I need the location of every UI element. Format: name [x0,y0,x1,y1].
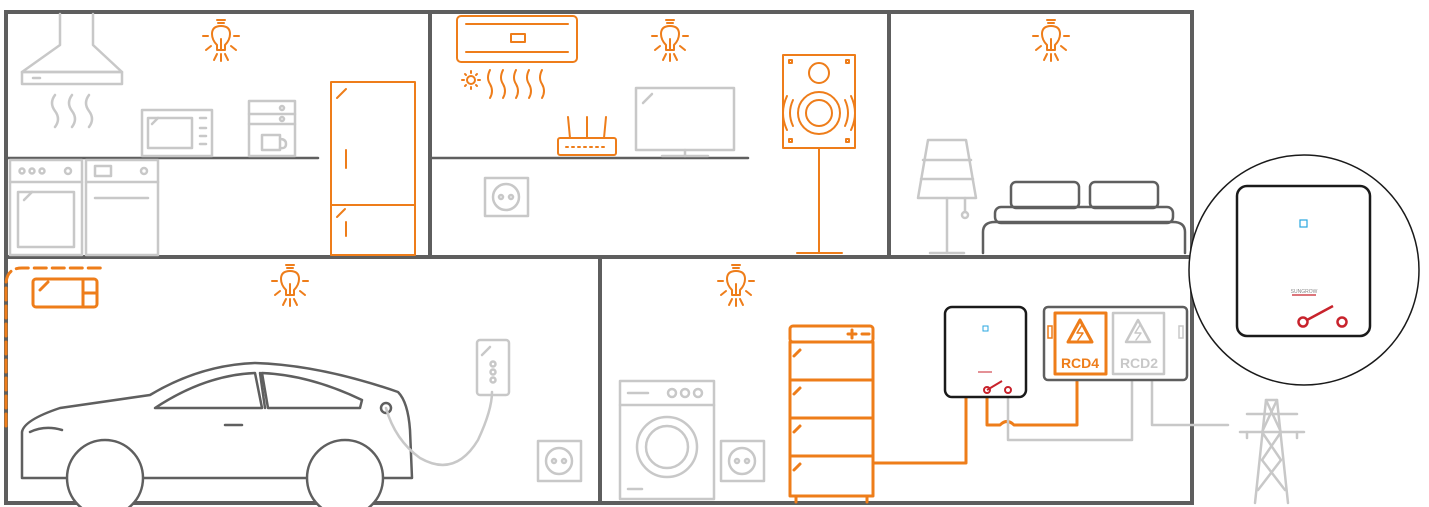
battery-stack-icon [788,324,875,504]
light-bulb-icon [651,19,689,62]
inverter-zoom-inset: SUNGROW [1188,154,1420,386]
utility-room [618,264,875,504]
rcd2-label: RCD2 [1120,355,1158,371]
electric-car-icon [20,361,414,507]
wall-socket-icon [719,439,766,483]
washing-machine-icon [618,379,716,501]
wall-socket-icon [536,439,583,483]
charging-cable [384,390,494,467]
oven-icon [8,158,84,257]
wall-socket-icon [483,176,530,218]
garage-room [4,264,583,507]
house-walls [4,10,1194,505]
television-icon [634,86,736,158]
dishwasher-icon [84,158,160,257]
brand-label: SUNGROW [1291,289,1318,295]
coffee-machine-icon [247,99,297,158]
rcd4-label: RCD4 [1061,355,1099,371]
router-icon [557,116,617,156]
microwave-icon [140,108,214,158]
power-pylon-icon [1238,398,1306,505]
light-bulb-icon [271,264,309,307]
rcd-unpowered [1111,311,1166,376]
rcd-powered [1053,311,1108,376]
floor-lamp-icon [916,138,978,255]
range-hood-icon [20,12,124,129]
bed-icon [981,180,1187,255]
light-bulb-icon [1032,19,1070,62]
distribution-board: RCD4 RCD2 [1042,305,1189,382]
bedroom [916,19,1187,255]
living-room [430,15,856,254]
light-bulb-icon [202,19,240,62]
refrigerator-icon [330,81,416,256]
garage-door-opener-icon [4,266,107,428]
hybrid-inverter [943,305,1028,399]
speaker-icon [782,54,856,254]
light-bulb-icon [717,264,755,307]
kitchen-room [6,12,416,257]
ev-charger-icon [475,338,511,397]
air-conditioner-icon [456,15,578,99]
